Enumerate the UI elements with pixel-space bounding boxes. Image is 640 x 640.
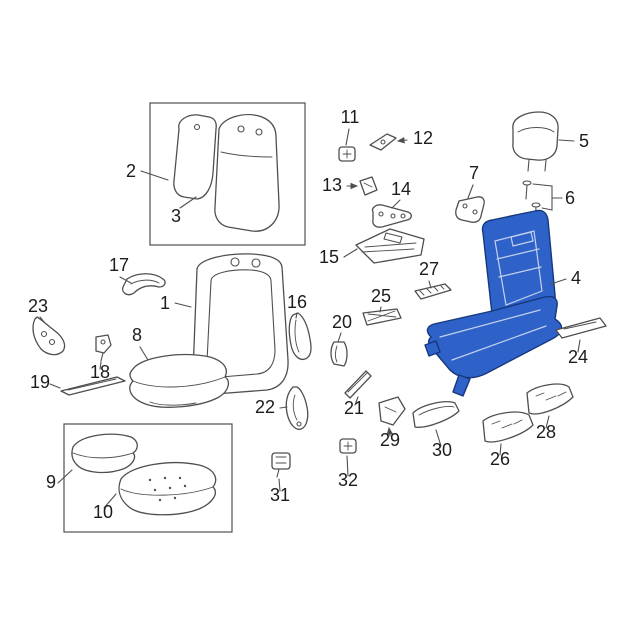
- group-box-cushions: 9 10: [46, 423, 233, 533]
- part-17-label: 17: [109, 255, 129, 275]
- group-box-backrest-panels: 2 3: [126, 102, 306, 246]
- part-18-label: 18: [90, 362, 110, 382]
- part-15-drawing: [343, 228, 425, 264]
- leader-line-1: [174, 302, 192, 308]
- part-10-drawing: [118, 462, 217, 516]
- part-16-label: 16: [287, 292, 307, 312]
- part-11-drawing: [338, 128, 356, 162]
- part-1-label: 1: [160, 293, 170, 313]
- leader-line-30: [435, 429, 442, 447]
- part-22-drawing: [279, 386, 309, 430]
- part-29-label: 29: [380, 430, 400, 450]
- part-26-label: 26: [490, 449, 510, 469]
- part-5-drawing: [512, 111, 575, 172]
- part-29-drawing: [378, 396, 406, 437]
- part-27-label: 27: [419, 259, 439, 279]
- leader-line-8: [139, 346, 149, 361]
- part-27-drawing: [414, 280, 452, 300]
- leader-bracket-6: [532, 183, 563, 211]
- part-4-label: 4: [571, 268, 581, 288]
- part-14-label: 14: [391, 179, 411, 199]
- part-32-drawing: [339, 438, 357, 477]
- part-2-label: 2: [126, 161, 136, 181]
- leader-line-9: [57, 469, 73, 484]
- part-23-drawing: [32, 316, 66, 356]
- leader-line-15: [343, 248, 358, 258]
- part-14-drawing: [371, 199, 412, 228]
- part-22-label: 22: [255, 397, 275, 417]
- leader-line-31: [278, 478, 281, 492]
- part-12-drawing: [369, 133, 408, 151]
- part-7-drawing: [455, 184, 485, 223]
- part-9-drawing: [71, 433, 138, 474]
- part-31-drawing: [271, 452, 291, 492]
- leader-arrow-12: [396, 136, 408, 144]
- leader-line-10: [103, 493, 117, 509]
- leader-line-26: [499, 443, 502, 456]
- part-26-drawing: [482, 411, 534, 456]
- part-11-label: 11: [341, 107, 360, 127]
- leader-line-18: [99, 361, 102, 370]
- leader-line-7: [467, 184, 474, 199]
- part-30-drawing: [412, 401, 460, 447]
- part-21-drawing: [344, 370, 372, 406]
- part-28-drawing: [526, 383, 574, 429]
- leader-line-4: [550, 278, 567, 285]
- leader-line-25: [379, 306, 382, 313]
- leader-line-27: [428, 280, 432, 289]
- part-23-label: 23: [28, 296, 48, 316]
- part-13-drawing: [346, 176, 378, 196]
- part-4-drawing: [424, 209, 567, 397]
- part-7-label: 7: [469, 163, 479, 183]
- leader-line-28: [545, 415, 550, 429]
- leader-line-11: [345, 128, 350, 146]
- part-15-label: 15: [319, 247, 339, 267]
- leader-arrow-29: [386, 426, 394, 437]
- leader-line-24: [577, 339, 581, 353]
- part-5-label: 5: [579, 131, 589, 151]
- part-3-label: 3: [171, 206, 181, 226]
- leader-line-3: [179, 196, 197, 209]
- leader-line-16: [295, 312, 298, 319]
- leader-line-5: [558, 139, 575, 142]
- part-21-label: 21: [344, 398, 364, 418]
- part-25-label: 25: [371, 286, 391, 306]
- part-19-label: 19: [30, 372, 50, 392]
- part-32-label: 32: [338, 470, 358, 490]
- part-8-drawing: [129, 346, 230, 408]
- part-17-drawing: [119, 273, 166, 296]
- part-20-drawing: [330, 332, 348, 367]
- leader-line-14: [391, 199, 401, 209]
- part-30-label: 30: [432, 440, 452, 460]
- part-31-label: 31: [270, 485, 290, 505]
- part-9-label: 9: [46, 472, 56, 492]
- part-16-drawing: [288, 312, 312, 361]
- part-18-drawing: [95, 334, 112, 370]
- leader-line-22: [279, 406, 288, 409]
- part-25-drawing: [362, 306, 402, 326]
- leader-line-2: [140, 170, 169, 181]
- part-28-label: 28: [536, 422, 556, 442]
- part-13-label: 13: [322, 175, 342, 195]
- leader-line-17: [119, 276, 132, 284]
- leader-line-21: [354, 396, 359, 406]
- part-8-label: 8: [132, 325, 142, 345]
- part-19-drawing: [49, 376, 126, 396]
- part-10-label: 10: [93, 502, 113, 522]
- part-12-label: 12: [413, 128, 433, 148]
- part-6-label: 6: [565, 188, 575, 208]
- part-20-label: 20: [332, 312, 352, 332]
- leader-line-20: [337, 332, 342, 343]
- part-24-label: 24: [568, 347, 588, 367]
- leader-line-32: [346, 455, 349, 477]
- part-3-drawing: [214, 114, 280, 232]
- leader-line-19: [49, 383, 61, 389]
- part-2-drawing: [173, 114, 217, 200]
- part-24-drawing: [555, 317, 607, 353]
- leader-line-23: [39, 316, 45, 323]
